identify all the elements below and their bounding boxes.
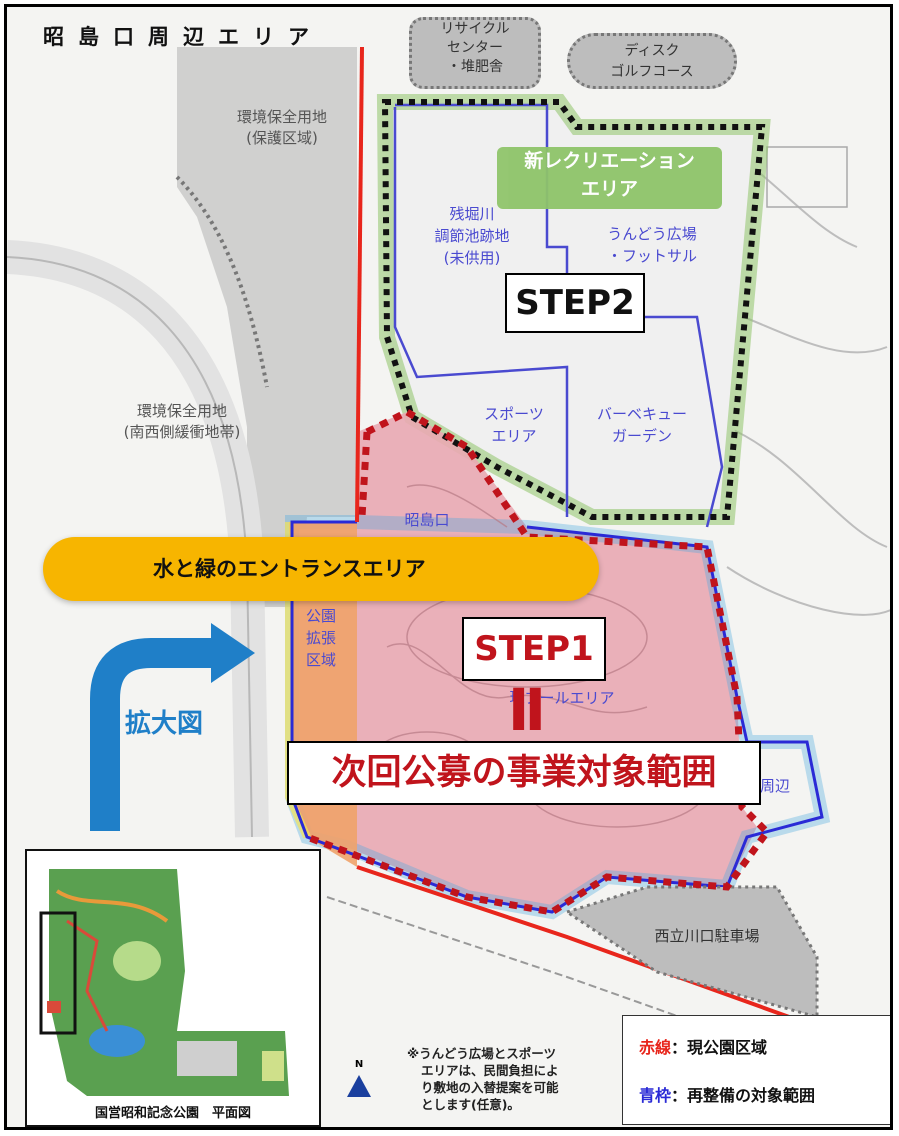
zoom-label: 拡大図 [125, 709, 204, 739]
overview-inset: 国営昭和記念公園 平面図 [25, 849, 321, 1127]
equals-mark: Ⅱ [507, 676, 547, 744]
label-bbq: バーベキューガーデン [596, 405, 687, 445]
parking-lot [563, 885, 819, 1019]
new-recreation-label: 新レクリエーションエリア [497, 147, 722, 209]
step1-label: STEP1 [462, 617, 606, 681]
label-conservation-protect: 環境保全用地(保護区域) [236, 108, 327, 147]
label-sports: スポーツエリア [484, 405, 544, 445]
next-scope-label: 次回公募の事業対象範囲 [287, 741, 761, 805]
north-arrow-icon [347, 1075, 371, 1097]
step2-label: STEP2 [505, 273, 645, 333]
label-pool-area: 現プールエリア [509, 689, 615, 707]
road-edge [7, 256, 253, 838]
north-letter: N [354, 1059, 364, 1070]
red-boundary-north [355, 46, 364, 523]
disc-golf-bubble: ディスクゴルフコース [567, 33, 737, 89]
map-frame: 昭島口周辺エリア 環境保全用地(保護区域) 環境保全用地(南西側緩衝地帯) リサ… [4, 4, 893, 1130]
conservation-area [177, 47, 357, 607]
label-park-expansion: 公園拡張区域 [305, 607, 336, 669]
label-zanbori: 残堀川調節池跡地(未供用) [434, 205, 510, 267]
red-boundary-south [356, 865, 818, 1029]
zoom-arrow-icon [90, 623, 255, 831]
inset-highlight [39, 911, 77, 1035]
legend-blue-item: 青枠：再整備の対象範囲 [639, 1086, 816, 1105]
legend: 赤線：現公園区域 青枠：再整備の対象範囲 [622, 1015, 890, 1125]
entrance-area-label: 水と緑のエントランスエリア [43, 537, 599, 601]
exchange-note: ※うんどう広場とスポーツ エリアは、民間負担によ り敷地の入替提案を可能 としま… [407, 1046, 559, 1112]
label-parking: 西立川口駐車場 [654, 927, 760, 945]
step2-boundary [381, 99, 766, 520]
inset-caption: 国営昭和記念公園 平面図 [94, 1106, 251, 1121]
label-undou: うんどう広場・フットサル [606, 225, 697, 265]
label-around: 周辺 [759, 777, 790, 795]
label-conservation-buffer: 環境保全用地(南西側緩衝地帯) [123, 402, 241, 441]
step1-boundary [305, 408, 772, 916]
recycle-center-bubble: リサイクルセンター・堆肥舎 [409, 17, 541, 89]
map-title: 昭島口周辺エリア [43, 25, 323, 49]
label-akishima-gate: 昭島口 [404, 511, 450, 529]
legend-red-item: 赤線：現公園区域 [639, 1038, 768, 1057]
terrain-lines [706, 136, 890, 616]
overview-map [39, 869, 289, 1096]
